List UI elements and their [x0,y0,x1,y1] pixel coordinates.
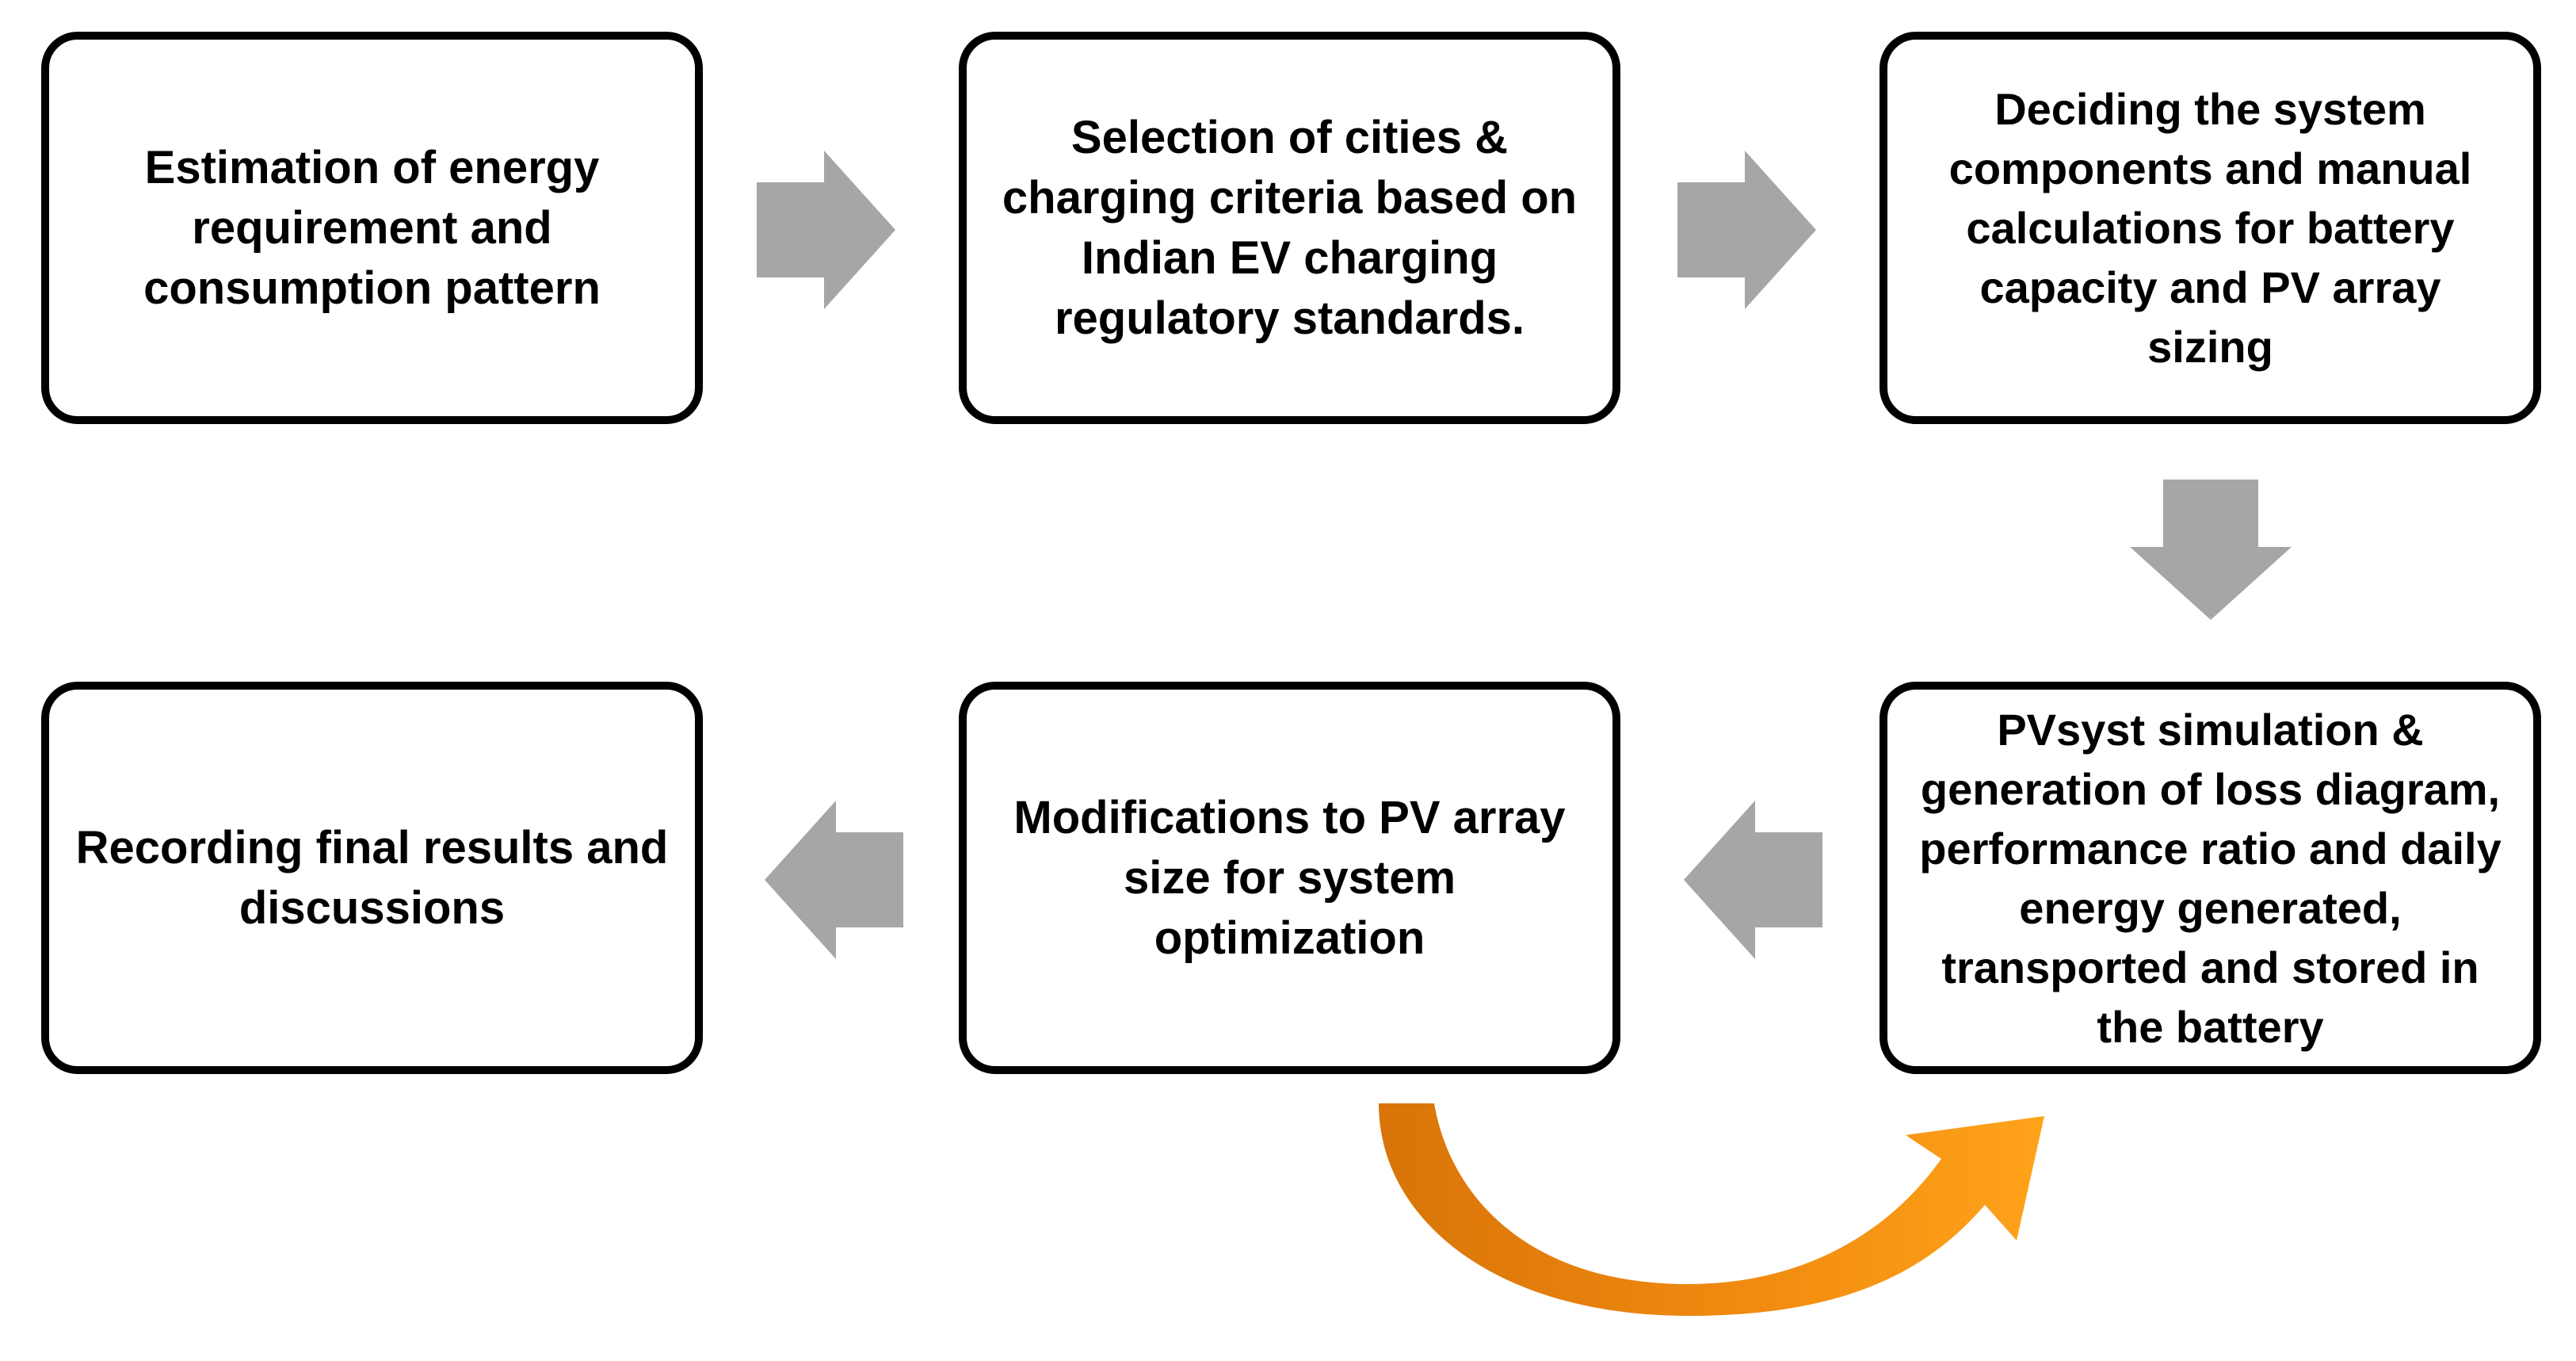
flow-arrow-left-2 [765,801,903,959]
step-box-energy-estimation: Estimation of energy requirement and con… [41,32,703,424]
step-text: Recording final results and discussions [75,821,669,934]
step-box-pvsyst-simulation: PVsyst simulation & generation of loss d… [1880,682,2541,1074]
step-text: Selection of cities & charging criteria … [1002,111,1578,344]
step-box-system-components: Deciding the system components and manua… [1880,32,2541,424]
step-text: Modifications to PV array size for syste… [1013,791,1566,964]
step-text: PVsyst simulation & generation of loss d… [1919,704,2502,1052]
flow-arrow-right-2 [1677,151,1816,309]
flow-arrow-right-1 [757,151,895,309]
step-text: Deciding the system components and manua… [1948,84,2472,372]
step-box-city-selection: Selection of cities & charging criteria … [959,32,1620,424]
step-box-pv-modifications: Modifications to PV array size for syste… [959,682,1620,1074]
step-box-final-results: Recording final results and discussions [41,682,703,1074]
flow-arrow-left-1 [1684,801,1822,959]
step-text: Estimation of energy requirement and con… [143,141,601,314]
flow-arrow-down [2130,480,2292,620]
feedback-curved-arrow [1379,1103,2044,1316]
